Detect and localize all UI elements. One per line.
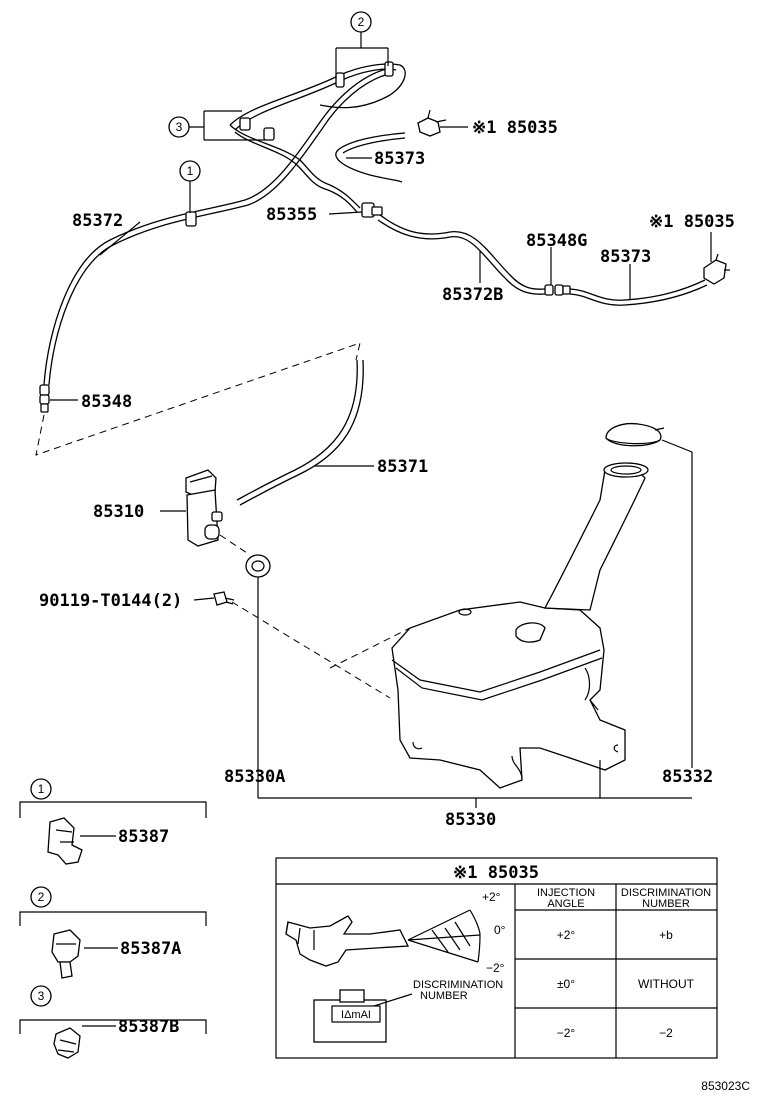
hose-upper-branch xyxy=(229,63,406,213)
label-85387A: 85387A xyxy=(120,939,181,959)
connector-85348G xyxy=(544,284,571,296)
header-angle: ANGLE xyxy=(547,898,584,910)
callout-1-top: 1 xyxy=(179,160,201,213)
label-90119: 90119-T0144(2) xyxy=(39,591,182,611)
label-85387B: 85387B xyxy=(118,1017,179,1037)
header-injection: INJECTION xyxy=(537,887,595,899)
label-85348: 85348 xyxy=(81,392,132,412)
label-85035-top: ※1 85035 xyxy=(472,118,558,138)
callout-1-top-text: 1 xyxy=(187,164,194,178)
hose-85373-right xyxy=(569,279,708,306)
hose-85371 xyxy=(236,359,364,506)
label-85330: 85330 xyxy=(445,810,496,830)
clamp-85387b-on-hose-2 xyxy=(263,127,275,141)
row3-angle: −2° xyxy=(557,1026,576,1040)
label-85310: 85310 xyxy=(93,502,144,522)
callout-2-top: 2 xyxy=(335,11,389,78)
fig-zero: 0° xyxy=(494,923,506,937)
row2-number: WITHOUT xyxy=(638,977,695,991)
connector-85348 xyxy=(39,384,50,413)
hose-85373-top xyxy=(335,132,406,183)
label-85372: 85372 xyxy=(72,211,123,231)
fig-marking: IΔmAI xyxy=(341,1009,371,1021)
clamp-85387-on-hose xyxy=(185,211,197,227)
legend-3-number: 3 xyxy=(38,989,45,1003)
hose-85372B xyxy=(377,214,546,295)
nozzle-85035-top xyxy=(417,109,447,137)
diagram-code: 853023C xyxy=(701,1079,750,1093)
callout-3-top: 3 xyxy=(168,110,265,141)
dash-pump-grommet xyxy=(219,534,251,556)
label-85372B: 85372B xyxy=(442,285,503,305)
label-85348G: 85348G xyxy=(526,231,587,251)
callout-2-top-text: 2 xyxy=(358,15,365,29)
clamp-85387a-on-hose-2 xyxy=(384,61,394,77)
label-85035-right: ※1 85035 xyxy=(649,212,735,232)
label-85332: 85332 xyxy=(662,767,713,787)
legend-clamp-2: 2 85387A xyxy=(19,886,207,979)
label-85371: 85371 xyxy=(377,457,428,477)
bolt-90119 xyxy=(213,591,235,606)
legend-1-number: 1 xyxy=(38,782,45,796)
dash-tank-inner xyxy=(329,627,411,669)
fig-number: NUMBER xyxy=(420,990,468,1002)
label-85373-top: 85373 xyxy=(374,149,425,169)
clamp-85387a-on-hose-1 xyxy=(335,72,345,88)
row1-number: +b xyxy=(659,928,673,942)
row3-number: −2 xyxy=(659,1026,673,1040)
header-number: NUMBER xyxy=(642,898,690,910)
row2-angle: ±0° xyxy=(557,977,575,991)
row1-angle: +2° xyxy=(557,928,576,942)
label-85373-right: 85373 xyxy=(600,247,651,267)
nozzle-spray-figure: +2° 0° −2° xyxy=(285,890,506,975)
label-85330A: 85330A xyxy=(224,767,285,787)
legend-clamp-3: 3 85387B xyxy=(19,985,207,1059)
washer-pump-85310 xyxy=(185,469,223,547)
clamp-85387b-on-hose-1 xyxy=(239,117,251,131)
fig-discrimination: DISCRIMINATION xyxy=(413,979,503,991)
discrimination-marking-figure: IΔmAI DISCRIMINATION NUMBER xyxy=(313,979,503,1043)
leader-lines xyxy=(50,126,712,808)
label-85387: 85387 xyxy=(118,827,169,847)
grommet-85330A xyxy=(245,554,271,578)
check-valve-85355 xyxy=(361,202,383,218)
label-85355: 85355 xyxy=(266,205,317,225)
legend-2-number: 2 xyxy=(38,890,45,904)
washer-tank-85330 xyxy=(391,462,649,789)
callout-3-top-text: 3 xyxy=(176,120,183,134)
hose-85372 xyxy=(43,67,393,386)
header-discrimination: DISCRIMINATION xyxy=(621,887,711,899)
detail-table-title: ※1 85035 xyxy=(453,863,539,883)
fig-minus2: −2° xyxy=(486,961,505,975)
legend-clamp-1: 1 85387 xyxy=(19,778,207,865)
fig-plus2: +2° xyxy=(482,890,501,904)
tank-cap-85332 xyxy=(605,422,665,447)
nozzle-85035-right xyxy=(703,253,730,285)
detail-table-85035: ※1 85035 INJECTION ANGLE DISCRIMINATION … xyxy=(275,857,718,1059)
